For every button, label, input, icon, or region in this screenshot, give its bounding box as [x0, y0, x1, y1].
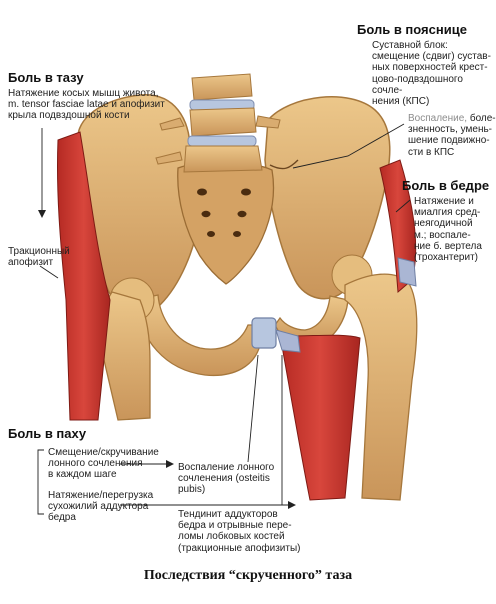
sacral-foramen	[201, 210, 211, 218]
osteitis-pubis-text: Воспаление лонного сочленения (osteitis …	[178, 462, 275, 496]
pubic-twist-text: Смещение/скручивание лонного сочленения …	[48, 447, 159, 481]
left-pubis	[134, 294, 263, 377]
adductor-tendinitis-text: Тендинит аддукторов бедра и отрывные пер…	[178, 509, 301, 554]
right-ilium	[264, 96, 391, 300]
arrowhead	[166, 460, 174, 468]
sacroiliac-joint	[269, 159, 299, 170]
groin-pain-title: Боль в паху	[8, 426, 87, 441]
sacrum	[177, 161, 275, 285]
inflammation-word: Воспаление,	[408, 113, 468, 124]
pelvis-pain-title: Боль в тазу	[8, 70, 84, 85]
sacroiliac-inflammation-text: Воспаление, боле- зненность, умень- шени…	[408, 113, 496, 158]
hip-pain-text: Натяжение и миалгия сред- неягодичной м.…	[414, 196, 482, 263]
hip-pain-title: Боль в бедре	[402, 178, 490, 193]
traction-apophysitis-label: Тракционный апофизит	[8, 246, 70, 269]
sacral-foramen	[241, 188, 251, 196]
sacral-foramen	[207, 231, 215, 237]
left-tensor-fasciae-latae	[56, 131, 111, 421]
traction-pointer	[39, 265, 59, 279]
right-adductor	[279, 334, 361, 501]
hip-tendon	[397, 257, 417, 287]
inflammation-rest: боле- зненность, умень- шение подвижно- …	[408, 113, 496, 158]
lumbar-pointer	[292, 123, 405, 169]
sacral-foramen	[197, 188, 207, 196]
sacral-foramen	[237, 210, 247, 218]
arrowhead	[288, 501, 296, 509]
hip-pointer	[395, 199, 411, 213]
osteitis-pointer	[247, 354, 259, 463]
figure-caption: Последствия “скрученного” таза	[143, 568, 353, 583]
sacral-foramen	[233, 231, 241, 237]
arrowhead	[38, 210, 46, 218]
pelvis-pain-text: Натяжение косых мышц живота, m. tensor f…	[8, 88, 165, 122]
groin-bracket	[37, 449, 44, 515]
adductor-strain-text: Натяжение/перегрузка сухожилий аддуктора…	[48, 490, 154, 524]
right-femur	[344, 273, 418, 501]
adductor-tendon	[275, 329, 301, 353]
pubic-symphysis	[251, 317, 277, 349]
lower-back-pain-title: Боль в пояснице	[357, 22, 467, 37]
lumbar-spine	[155, 73, 281, 173]
lower-back-pain-text: Суставной блок: смещение (сдвиг) сустав-…	[372, 40, 491, 107]
